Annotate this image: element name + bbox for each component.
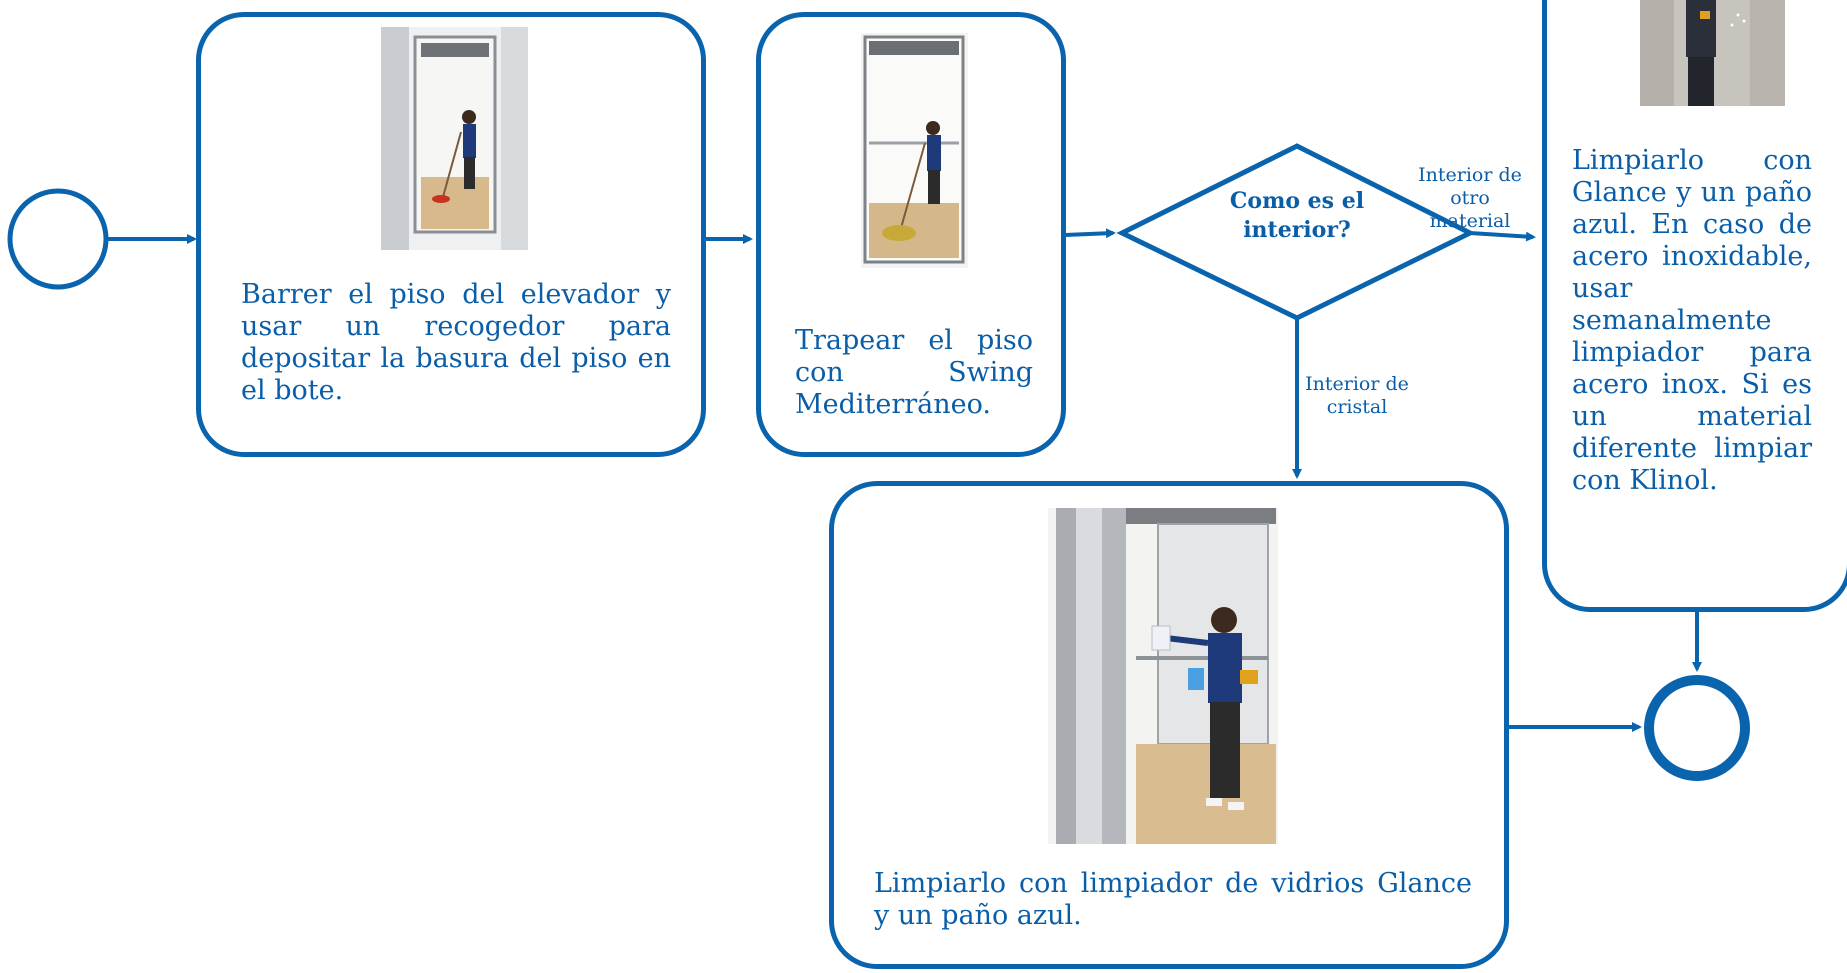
step-sweep-box: Barrer el piso del elevador y usar un re… [196,12,706,457]
step-mop-text: Trapear el piso con Swing Mediterráneo. [795,325,1033,420]
step-other-text: Limpiarlo con Glance y un paño azul. En … [1572,145,1812,496]
edge-decision-to-other [1469,231,1536,242]
elevator-mopping-illustration [861,33,968,268]
edge-label-other-material: Interior de otro material [1418,164,1522,232]
step-glass-text: Limpiarlo con limpiador de vidrios Glanc… [874,868,1472,931]
start-node [7,188,109,290]
decision-question: Como es el interior? [1229,188,1365,243]
elevator-sweeping-illustration [381,27,528,250]
edge-label-glass: Interior de cristal [1305,373,1409,418]
elevator-steel-cleaning-illustration [1640,0,1785,106]
step-sweep-text: Barrer el piso del elevador y usar un re… [241,279,671,406]
step-glass-box: Limpiarlo con limpiador de vidrios Glanc… [829,481,1509,969]
step-mop-box: Trapear el piso con Swing Mediterráneo. [756,12,1066,457]
edge-mop-to-decision [1064,228,1116,239]
photo-worker-sweeping-elevator [381,27,528,250]
elevator-glass-cleaning-illustration [1048,508,1278,844]
step-other-box: Limpiarlo con Glance y un paño azul. En … [1542,0,1847,612]
photo-worker-mopping-elevator [861,33,968,268]
photo-worker-cleaning-steel-elevator [1640,0,1785,106]
photo-worker-cleaning-glass-elevator [1048,508,1278,844]
end-node [1644,675,1750,781]
